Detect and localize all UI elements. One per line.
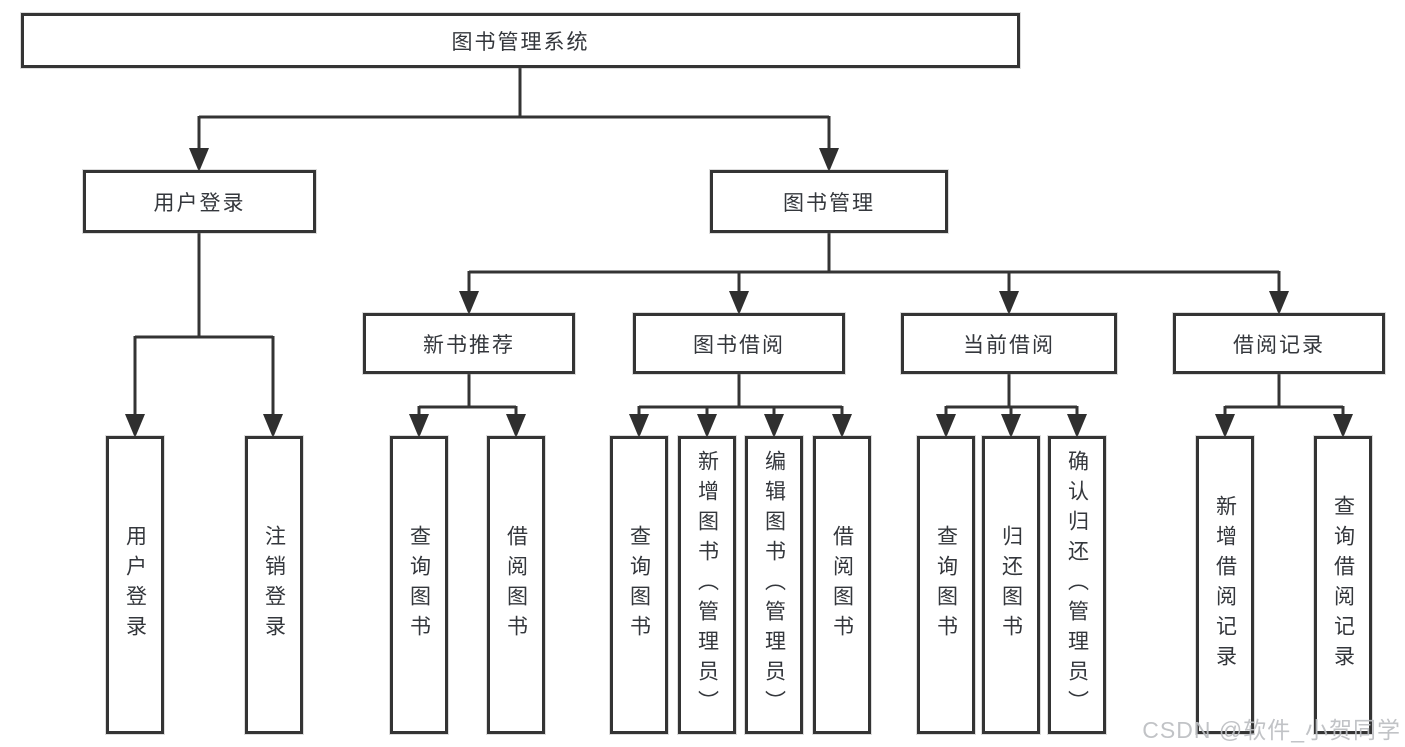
node-new-book-recommendation: 新书推荐 bbox=[363, 313, 575, 374]
leaf-query-borrow-record-label: 查询借阅记录 bbox=[1331, 495, 1355, 675]
node-borrowing-records: 借阅记录 bbox=[1173, 313, 1385, 374]
leaf-query-books-borrow: 查询图书 bbox=[610, 436, 668, 734]
leaf-logout: 注销登录 bbox=[245, 436, 303, 734]
leaf-user-login-label: 用户登录 bbox=[123, 525, 147, 645]
leaf-borrow-books-recommend-label: 借阅图书 bbox=[504, 525, 528, 645]
leaf-query-books-current: 查询图书 bbox=[917, 436, 975, 734]
node-borrowing-records-label: 借阅记录 bbox=[1233, 333, 1325, 357]
leaf-confirm-return-admin: 确认归还（管理员） bbox=[1048, 436, 1106, 734]
leaf-user-login: 用户登录 bbox=[106, 436, 164, 734]
leaf-borrow-books: 借阅图书 bbox=[813, 436, 871, 734]
node-current-borrowing: 当前借阅 bbox=[901, 313, 1117, 374]
node-root: 图书管理系统 bbox=[21, 13, 1020, 68]
leaf-confirm-return-admin-label: 确认归还（管理员） bbox=[1065, 450, 1089, 720]
leaf-add-borrow-record-label: 新增借阅记录 bbox=[1213, 495, 1237, 675]
leaf-query-books-recommend: 查询图书 bbox=[390, 436, 448, 734]
leaf-add-books-admin: 新增图书（管理员） bbox=[678, 436, 736, 734]
node-new-book-recommendation-label: 新书推荐 bbox=[423, 333, 515, 357]
csdn-watermark: CSDN @软件_小贺同学 bbox=[1142, 717, 1401, 743]
leaf-return-books: 归还图书 bbox=[982, 436, 1040, 734]
node-user-login-label: 用户登录 bbox=[153, 191, 246, 215]
node-book-management-label: 图书管理 bbox=[783, 191, 875, 215]
leaf-query-books-recommend-label: 查询图书 bbox=[407, 525, 431, 645]
leaf-return-books-label: 归还图书 bbox=[999, 525, 1023, 645]
node-book-borrowing-label: 图书借阅 bbox=[693, 333, 785, 357]
leaf-edit-books-admin-label: 编辑图书（管理员） bbox=[762, 450, 786, 720]
node-book-management: 图书管理 bbox=[710, 170, 948, 233]
leaf-add-borrow-record: 新增借阅记录 bbox=[1196, 436, 1254, 734]
leaf-borrow-books-label: 借阅图书 bbox=[830, 525, 854, 645]
leaf-add-books-admin-label: 新增图书（管理员） bbox=[695, 450, 719, 720]
node-root-label: 图书管理系统 bbox=[451, 30, 590, 54]
leaf-logout-label: 注销登录 bbox=[262, 525, 286, 645]
node-book-borrowing: 图书借阅 bbox=[633, 313, 845, 374]
leaf-query-borrow-record: 查询借阅记录 bbox=[1314, 436, 1372, 734]
leaf-query-books-borrow-label: 查询图书 bbox=[627, 525, 651, 645]
node-user-login: 用户登录 bbox=[83, 170, 316, 233]
leaf-edit-books-admin: 编辑图书（管理员） bbox=[745, 436, 803, 734]
connector-arrowheads bbox=[125, 148, 1353, 438]
leaf-query-books-current-label: 查询图书 bbox=[934, 525, 958, 645]
node-current-borrowing-label: 当前借阅 bbox=[963, 333, 1055, 357]
leaf-borrow-books-recommend: 借阅图书 bbox=[487, 436, 545, 734]
